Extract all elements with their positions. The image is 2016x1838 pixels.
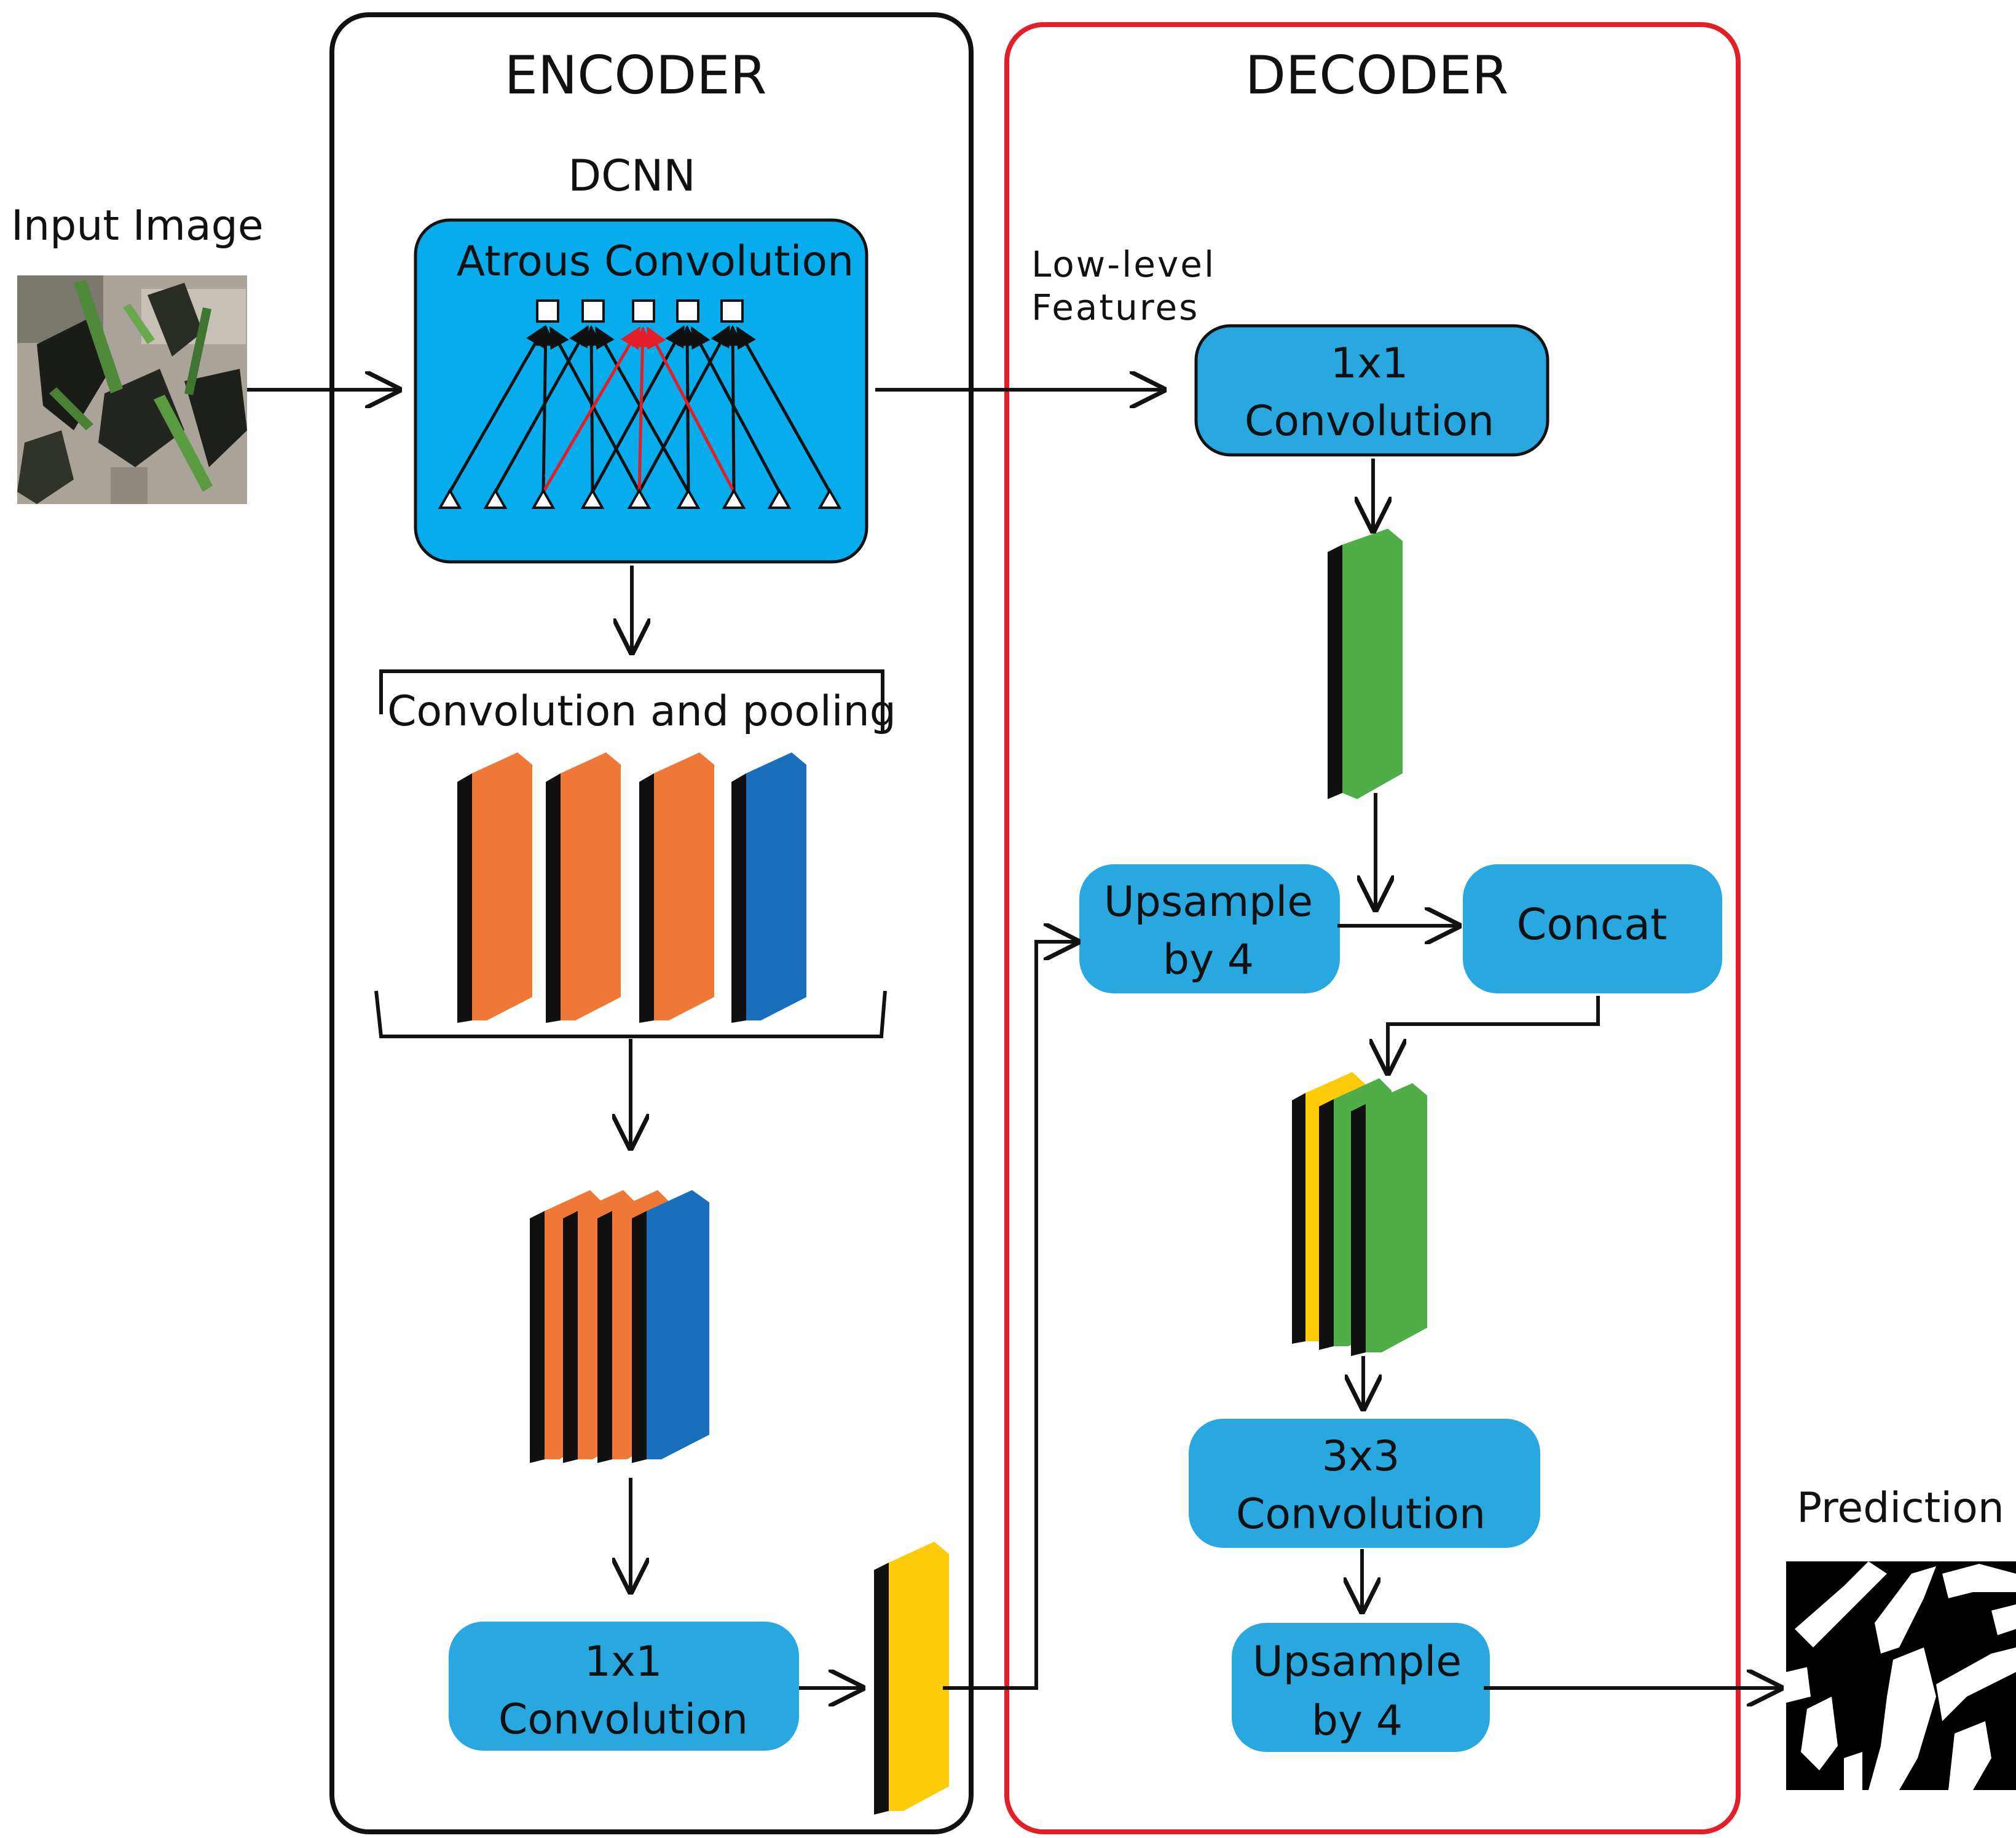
conv3x3-line1: 3x3	[1322, 1432, 1400, 1481]
encoder-border	[329, 12, 974, 1834]
input-node	[483, 487, 508, 509]
concat-layer-green	[1351, 1083, 1427, 1356]
atrous-output-nodes	[536, 299, 744, 323]
input-node	[627, 487, 652, 509]
input-image	[17, 275, 247, 504]
upsample-low-line2: by 4	[1163, 936, 1254, 984]
stack-layer-blue	[632, 1190, 709, 1463]
encoder-1x1-convolution: 1x1 Convolution	[449, 1622, 799, 1751]
encoder-conv1x1-box	[449, 1622, 799, 1751]
decoder-panel: DECODER	[1004, 22, 1741, 1834]
decoder-title: DECODER	[1245, 45, 1509, 106]
encoder-title: ENCODER	[505, 45, 767, 106]
decoder-border	[1004, 22, 1741, 1834]
decoder-concat: Concat	[1463, 864, 1722, 993]
decoder-upsample-out: Upsample by 4	[1232, 1623, 1490, 1752]
decoder-3x3-convolution: 3x3 Convolution	[1189, 1419, 1540, 1548]
input-node	[531, 487, 556, 509]
input-node	[676, 487, 701, 509]
input-node	[438, 487, 462, 509]
atrous-label: Atrous Convolution	[457, 237, 854, 286]
upsample-low-box	[1079, 864, 1340, 993]
decoder-conv1x1-box	[1194, 324, 1549, 457]
input-image-group: Input Image	[11, 202, 264, 504]
input-image-label: Input Image	[11, 202, 264, 250]
arrow-yellow-to-upsample	[943, 942, 1077, 1690]
output-node	[536, 299, 559, 323]
prediction-label: Prediction	[1797, 1484, 2004, 1532]
connectors	[247, 390, 1780, 1688]
output-node	[720, 299, 744, 323]
conv3x3-box	[1189, 1419, 1540, 1548]
output-node	[581, 299, 605, 323]
encoder-panel: ENCODER DCNN	[329, 12, 974, 1834]
decoder-conv1x1-line2: Convolution	[1245, 397, 1494, 446]
conv-pool-label: Convolution and pooling	[387, 687, 896, 736]
output-node	[676, 299, 699, 323]
bottom-bracket	[374, 990, 887, 1038]
decoder-conv1x1-line1: 1x1	[1331, 339, 1409, 388]
concatenated-feature-maps	[1292, 1072, 1427, 1356]
prediction-group: Prediction	[1786, 1484, 2016, 1790]
decoder-1x1-convolution: 1x1 Convolution	[1194, 324, 1549, 457]
low-level-features-line2: Features	[1031, 286, 1199, 328]
feature-map-orange	[639, 752, 714, 1023]
atrous-convolution-block: Atrous Convolution	[414, 218, 868, 564]
conv3x3-line2: Convolution	[1236, 1490, 1486, 1539]
prediction-mask	[1786, 1561, 2016, 1790]
concat-label: Concat	[1517, 899, 1668, 950]
low-level-feature-map	[1328, 529, 1403, 799]
encoder-conv1x1-line1: 1x1	[585, 1638, 663, 1686]
input-node	[817, 487, 842, 509]
input-node	[767, 487, 792, 509]
decoder-upsample-low: Upsample by 4	[1079, 864, 1340, 993]
atrous-connections	[448, 325, 832, 493]
feature-map-orange	[546, 752, 621, 1023]
encoder-output-feature-map	[874, 1542, 949, 1815]
concat-box	[1463, 864, 1722, 993]
output-node	[632, 299, 655, 323]
low-level-features-line1: Low-level	[1031, 243, 1216, 285]
arrow-concat-to-stack	[1388, 996, 1600, 1072]
top-bracket	[379, 669, 884, 732]
input-node	[722, 487, 746, 509]
upsample-out-box	[1232, 1623, 1490, 1752]
upsample-out-line1: Upsample	[1253, 1638, 1462, 1686]
atrous-input-nodes	[438, 487, 842, 509]
feature-map-orange	[457, 752, 532, 1023]
encoder-conv1x1-line2: Convolution	[498, 1695, 748, 1744]
feature-map-blue	[731, 752, 806, 1023]
convolution-pooling-group: Convolution and pooling	[374, 669, 896, 1038]
upsample-low-line1: Upsample	[1104, 878, 1313, 926]
upsample-out-line2: by 4	[1312, 1697, 1403, 1745]
stacked-feature-maps	[530, 1190, 709, 1463]
input-node	[580, 487, 605, 509]
dcnn-label: DCNN	[568, 151, 696, 201]
